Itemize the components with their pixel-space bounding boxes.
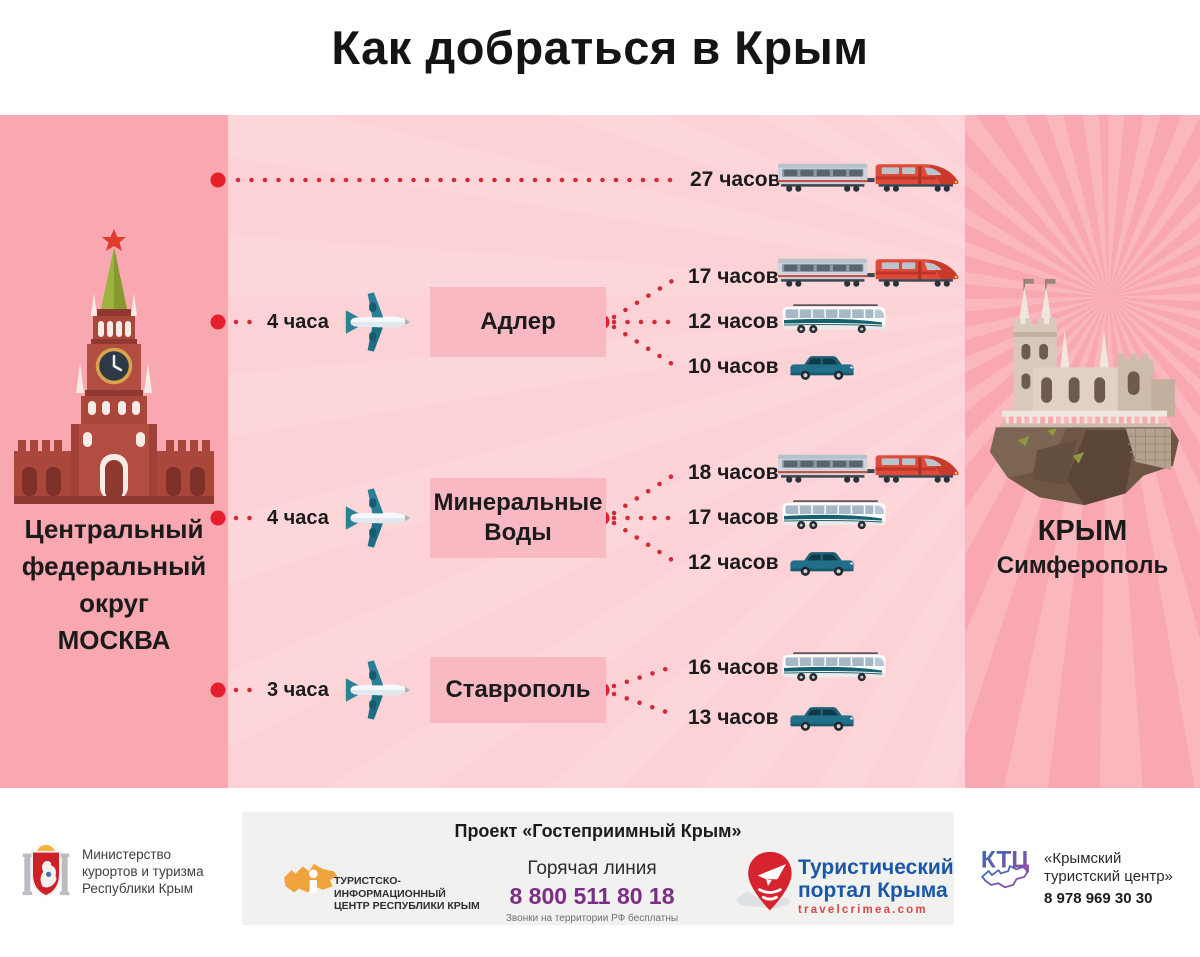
ktc-line: туристский центр» <box>1044 868 1173 885</box>
tic-name: ТУРИСТСКО- ИНФОРМАЦИОННЫЙ ЦЕНТР РЕСПУБЛИ… <box>334 875 480 913</box>
project-title: Проект «Гостеприимный Крым» <box>454 821 742 841</box>
origin-label: Центральный федеральный округ МОСКВА <box>0 511 228 659</box>
ministry-emblem-icon <box>20 841 72 899</box>
duration-label: 10 часов <box>688 355 779 378</box>
destination-city: Симферополь <box>996 552 1169 579</box>
kremlin-illustration <box>14 227 214 511</box>
ktc-phone: 8 978 969 30 30 <box>1044 890 1153 907</box>
hotline-phone: 8 800 511 80 18 <box>509 883 675 909</box>
train-icon <box>777 160 960 193</box>
tic-line: ТУРИСТСКО- <box>334 875 401 887</box>
bus-icon <box>781 499 887 531</box>
travel-portal-pin-icon <box>734 850 802 918</box>
hotline-note: Звонки на территории РФ бесплатны <box>505 913 679 924</box>
swallows-nest-illustration <box>978 273 1185 511</box>
destination-region: КРЫМ <box>1037 515 1128 547</box>
origin-line: округ <box>79 588 149 618</box>
flight-duration-label: 4 часа <box>267 507 329 529</box>
duration-label: 17 часов <box>688 265 779 288</box>
tic-line: ЦЕНТР РЕСПУБЛИКИ КРЫМ <box>334 900 480 912</box>
car-icon <box>788 550 856 578</box>
ministry-line: курортов и туризма <box>82 864 204 879</box>
duration-label: 16 часов <box>688 656 779 679</box>
route-node-dots <box>210 172 610 698</box>
plane-icon <box>338 651 416 729</box>
ktc-logo-icon: КТЦ <box>974 844 1036 898</box>
ministry-name: Министерство курортов и туризма Республи… <box>82 846 204 897</box>
portal-name: Туристический портал Крыма <box>798 856 954 902</box>
route-map: Центральный федеральный округ МОСКВА <box>0 115 1200 788</box>
hub-box-adler: Адлер <box>430 287 606 357</box>
duration-label: 17 часов <box>688 506 779 529</box>
origin-line: федеральный <box>21 551 207 581</box>
hub-box-mineralnye-vody: Минеральные Воды <box>430 478 606 558</box>
tic-line: ИНФОРМАЦИОННЫЙ <box>334 887 446 900</box>
hotline-label: Горячая линия <box>527 858 657 879</box>
duration-label: 13 часов <box>688 706 779 729</box>
bus-icon <box>781 303 887 335</box>
bus-icon <box>781 651 887 683</box>
hotline-block: Горячая линия 8 800 511 80 18 Звонки на … <box>482 858 702 924</box>
destination-label: КРЫМ Симферополь <box>965 515 1200 581</box>
train-icon <box>777 451 960 484</box>
tic-logo-icon <box>278 852 340 908</box>
origin-line: МОСКВА <box>57 625 171 655</box>
portal-site: travelcrimea.com <box>798 904 928 916</box>
origin-line: Центральный <box>24 514 204 544</box>
ktc-name: «Крымский туристский центр» 8 978 969 30… <box>1044 850 1173 908</box>
footer: Министерство курортов и туризма Республи… <box>0 788 1200 957</box>
hub-box-stavropol: Ставрополь <box>430 657 606 723</box>
ministry-line: Республики Крым <box>82 881 193 896</box>
ktc-abbr: КТЦ <box>981 847 1029 874</box>
duration-label-direct-train: 27 часов <box>690 168 781 191</box>
duration-label: 12 часов <box>688 310 779 333</box>
flight-duration-label: 3 часа <box>267 679 329 701</box>
project-panel: Проект «Гостеприимный Крым» ТУРИСТСКО- И… <box>242 812 954 925</box>
flight-duration-label: 4 часа <box>267 311 329 333</box>
page-title: Как добраться в Крым <box>331 21 869 74</box>
car-icon <box>788 354 856 382</box>
train-icon <box>777 255 960 288</box>
portal-line: Туристический <box>798 856 954 879</box>
ministry-line: Министерство <box>82 847 172 862</box>
plane-icon <box>338 479 416 557</box>
portal-line: портал Крыма <box>798 879 948 902</box>
ktc-line: «Крымский <box>1044 850 1122 867</box>
duration-label: 18 часов <box>688 461 779 484</box>
plane-icon <box>338 283 416 361</box>
car-icon <box>788 705 856 733</box>
duration-label: 12 часов <box>688 551 779 574</box>
